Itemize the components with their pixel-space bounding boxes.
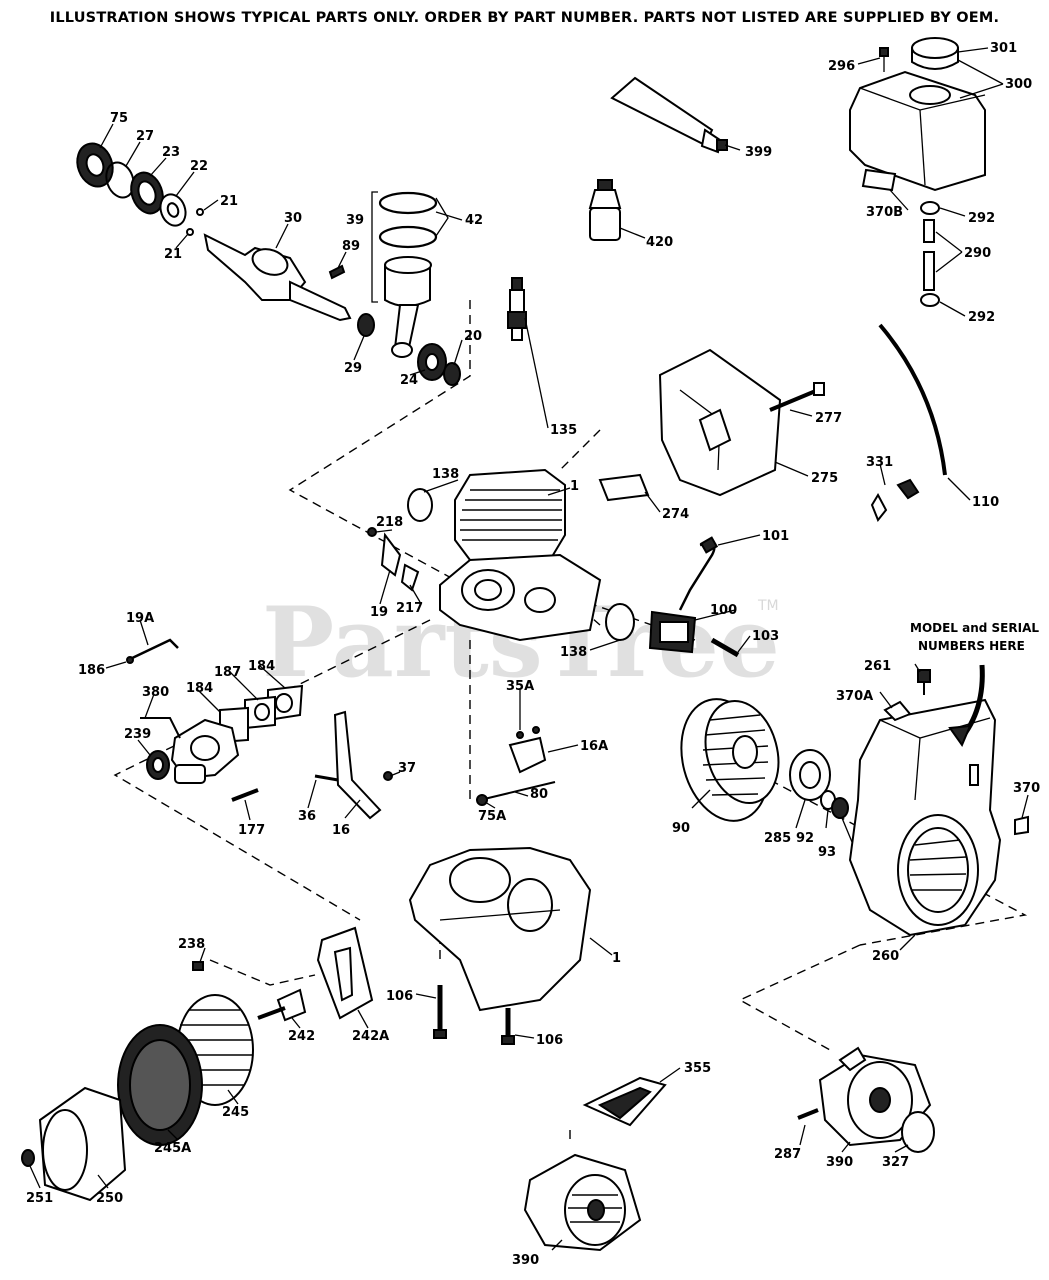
fuel-tank-group [849,37,986,522]
part-label: 285 [764,831,791,846]
part-label: 239 [124,727,151,742]
part-label: 370A [836,689,873,704]
part-label: 21 [164,247,182,262]
callout-line2: NUMBERS HERE [918,639,1025,653]
part-label: 184 [186,681,213,696]
part-label: 106 [386,989,413,1004]
part-label: 21 [220,194,238,209]
part-label: 187 [214,665,241,680]
cylinder-group [367,277,825,658]
callout-line1: MODEL and SERIAL [910,621,1039,635]
part-label: 292 [968,211,995,226]
part-label: 331 [866,455,893,470]
part-label: 370 [1013,781,1040,796]
part-label: 138 [432,467,459,482]
part-label: 287 [774,1147,801,1162]
part-label: 300 [1005,77,1032,92]
part-label: 19A [126,611,154,626]
part-label: 39 [346,213,364,228]
part-label: 22 [190,159,208,174]
part-label: 1 [570,479,579,494]
part-label: 355 [684,1061,711,1076]
part-label: 24 [400,373,418,388]
part-label: 36 [298,809,316,824]
part-label: 16A [580,739,608,754]
part-label: 260 [872,949,899,964]
part-label: 370B [866,205,903,220]
part-label: 292 [968,310,995,325]
header-notice: ILLUSTRATION SHOWS TYPICAL PARTS ONLY. O… [49,10,1000,26]
part-label: 42 [465,213,483,228]
part-label: 27 [136,129,154,144]
leader-lines [29,47,1029,1251]
part-label: 380 [142,685,169,700]
supplies-group [588,76,728,241]
part-label: 23 [162,145,180,160]
part-label: 217 [396,601,423,616]
part-label: 327 [882,1155,909,1170]
part-label: 90 [672,821,690,836]
starter-groups [523,1046,935,1252]
part-label: 89 [342,239,360,254]
part-label: 277 [815,411,842,426]
part-label: 75 [110,111,128,126]
blower-housing-group [848,664,1029,937]
part-label: 19 [370,605,388,620]
part-label: 80 [530,787,548,802]
part-label: 186 [78,663,105,678]
part-label: 138 [560,645,587,660]
lower-crankcase [408,846,592,1045]
part-label: 420 [646,235,673,250]
part-label: 275 [811,471,838,486]
part-label: 218 [376,515,403,530]
part-label: 242 [288,1029,315,1044]
part-label: 390 [826,1155,853,1170]
air-filter-group [21,926,374,1202]
part-labels: 75 27 23 22 21 21 30 89 39 42 29 24 20 3… [26,41,1040,1268]
part-label: 245 [222,1105,249,1120]
part-label: 30 [284,211,302,226]
part-label: 103 [752,629,779,644]
part-label: 100 [710,603,737,618]
part-label: 93 [818,845,836,860]
part-label: 20 [464,329,482,344]
part-label: 106 [536,1033,563,1048]
part-label: 37 [398,761,416,776]
part-label: 35A [506,679,534,694]
part-label: 177 [238,823,265,838]
part-label: 390 [512,1253,539,1268]
part-label: 251 [26,1191,53,1206]
part-label: 29 [344,361,362,376]
part-label: 274 [662,507,689,522]
part-label: 245A [154,1141,191,1156]
part-label: 261 [864,659,891,674]
part-label: 92 [796,831,814,846]
part-label: 296 [828,59,855,74]
part-label: 16 [332,823,350,838]
part-label: 238 [178,937,205,952]
part-label: 242A [352,1029,389,1044]
part-label: 184 [248,659,275,674]
part-label: 1 [612,951,621,966]
part-label: 290 [964,246,991,261]
part-label: 399 [745,145,772,160]
flywheel-group [680,698,849,822]
part-label: 110 [972,495,999,510]
carburetor-group [126,638,556,820]
part-label: 101 [762,529,789,544]
part-label: 301 [990,41,1017,56]
watermark-tm: TM [757,598,779,614]
part-label: 75A [478,809,506,824]
crankshaft-group [76,142,461,386]
part-label: 250 [96,1191,123,1206]
part-label: 135 [550,423,577,438]
